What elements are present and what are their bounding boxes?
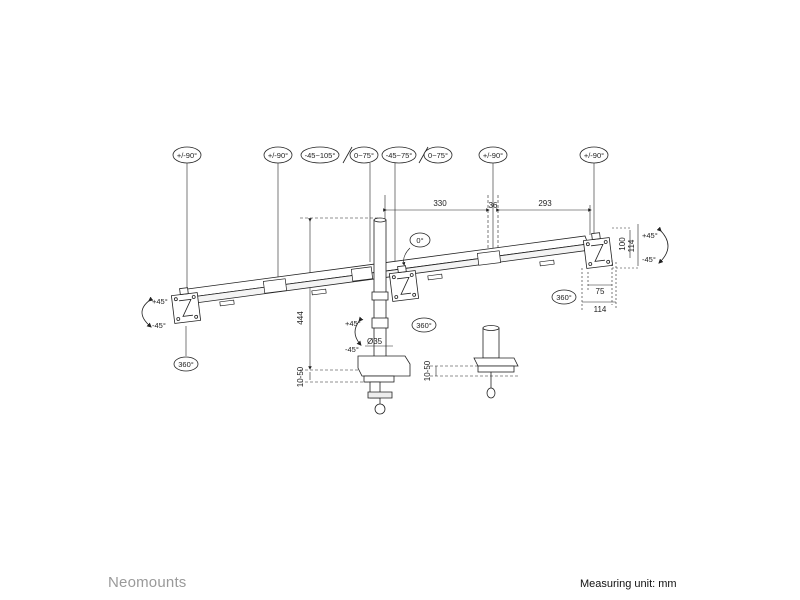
svg-text:0°: 0° xyxy=(416,236,423,245)
svg-text:-45°: -45° xyxy=(642,255,656,264)
center-pole xyxy=(371,217,389,371)
tilt-range-center: +45° -45° xyxy=(345,316,364,354)
swivel-label-arm-right-range: 0~75° xyxy=(423,146,453,164)
dim-36: 36 xyxy=(489,201,498,210)
svg-text:+/-90°: +/-90° xyxy=(268,151,288,160)
rotation-label-right: 360° xyxy=(551,289,577,305)
clamp-range-dimension xyxy=(300,372,375,383)
tilt-label-left: +/-90° xyxy=(172,146,202,164)
svg-text:-45°: -45° xyxy=(345,345,359,354)
dim-330: 330 xyxy=(433,199,447,208)
dim-293: 293 xyxy=(538,199,552,208)
dim-pole-diameter: Ø35 xyxy=(367,337,383,346)
grommet-mount xyxy=(473,325,519,399)
label-divider xyxy=(418,146,429,164)
rotation-label-left: 360° xyxy=(173,326,199,372)
dim-vesa-100: 100 xyxy=(618,237,627,251)
svg-text:-45~75°: -45~75° xyxy=(386,151,413,160)
dim-grommet-range: 10-50 xyxy=(423,360,432,381)
tilt-range-right: +45° -45° xyxy=(642,226,669,264)
dim-vesa-75: 75 xyxy=(596,287,605,296)
svg-text:+/-90°: +/-90° xyxy=(584,151,604,160)
svg-text:+45°: +45° xyxy=(345,319,361,328)
leader-lines xyxy=(186,163,595,290)
dim-vesa-114-width: 114 xyxy=(594,305,607,314)
svg-text:360°: 360° xyxy=(416,321,432,330)
rotation-label-center-top: 0° xyxy=(401,232,431,266)
vesa-plate-left xyxy=(170,287,202,324)
swivel-label-arm-left-range: 0~75° xyxy=(349,146,379,164)
tilt-label-mid-left: +/-90° xyxy=(263,146,293,164)
vesa-plate-center xyxy=(388,265,420,302)
svg-text:+/-90°: +/-90° xyxy=(483,151,503,160)
svg-text:0~75°: 0~75° xyxy=(354,151,374,160)
dim-vesa-114-height: 114 xyxy=(627,239,636,252)
svg-text:+45°: +45° xyxy=(642,231,658,240)
arm-joints xyxy=(219,250,555,307)
svg-text:+45°: +45° xyxy=(152,297,168,306)
dim-444: 444 xyxy=(296,311,305,325)
svg-text:0~75°: 0~75° xyxy=(428,151,448,160)
svg-text:-45~105°: -45~105° xyxy=(305,151,336,160)
vesa-dimensions xyxy=(581,224,640,310)
rotation-label-center: 360° xyxy=(411,317,437,333)
dim-clamp-range: 10-50 xyxy=(296,366,305,387)
brand-logo: Neomounts xyxy=(108,574,187,591)
swivel-label-arm-left: -45~105° xyxy=(300,146,340,164)
vesa-plate-right xyxy=(582,232,614,269)
svg-text:-45°: -45° xyxy=(152,321,166,330)
svg-text:360°: 360° xyxy=(178,360,194,369)
swivel-label-arm-right: -45~75° xyxy=(381,146,417,164)
desk-clamp xyxy=(357,355,411,415)
tilt-label-mid-right: +/-90° xyxy=(478,146,508,164)
grommet-range-dimension xyxy=(430,365,520,377)
svg-text:360°: 360° xyxy=(556,293,572,302)
tilt-label-right: +/-90° xyxy=(579,146,609,164)
svg-text:+/-90°: +/-90° xyxy=(177,151,197,160)
label-divider xyxy=(342,146,353,164)
tilt-range-left: +45° -45° xyxy=(141,296,168,330)
measuring-unit: Measuring unit: mm xyxy=(580,578,677,590)
